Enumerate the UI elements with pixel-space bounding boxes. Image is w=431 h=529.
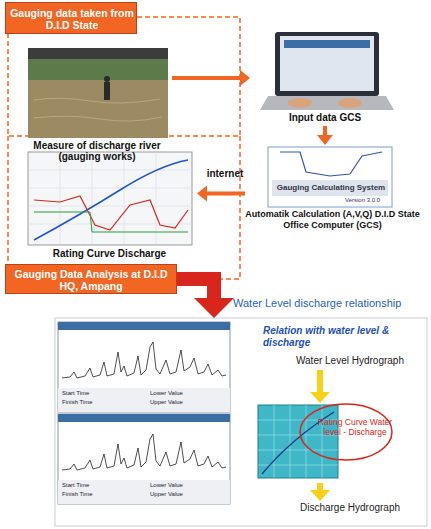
arrow-head [197,186,207,202]
edge-label: internet [205,168,245,179]
dashed-line [200,136,240,279]
source-box: Gauging data taken from D.I.D State [5,2,137,34]
laptop-window [284,40,370,48]
arrow-head [310,490,330,501]
hydrograph-line [62,434,226,470]
river-photo [28,48,168,138]
laptop-screen [280,36,374,91]
window-controls [58,388,230,412]
node-text: Water Level Hydrograph [285,355,415,367]
arrow-head [317,135,333,145]
gcs-screen [268,147,392,207]
arrow-line [207,192,245,196]
dashed-frame [8,17,240,279]
window-title [58,322,230,330]
screen-label: Upper Value [150,491,220,497]
software-node: Gauging Calculating SystemAutomatik Calc… [245,145,420,237]
analysis-box: Gauging Data Analysis at D.I.D HQ, Ampan… [5,264,177,294]
software-screenshot [55,318,427,526]
node-text: Rating Curve Water level - Discharge [315,417,395,437]
screen-label: Start Time [62,482,142,488]
screen-label: Lower Value [150,390,220,396]
arrow-line [317,370,323,392]
flow-arrow [197,186,245,202]
hydrograph-label: Discharge Hydrograph [285,501,415,517]
chart-node: Rating Curve Discharge [22,150,197,262]
chart-frame [258,405,338,478]
screen-label: Lower Value [150,482,220,488]
arrow-line [317,483,323,490]
red-line [34,196,188,230]
chart-frame [28,152,192,245]
edge-label: Water Level discharge relationship [233,297,428,309]
hydrograph-window [58,414,230,504]
green-line [34,212,188,232]
screen-label: Start Time [62,390,142,396]
screen-label: Version 3.0.0 [345,197,390,203]
photo-ripples [34,98,162,121]
rating-chart [28,152,192,245]
arrow-line [172,76,240,80]
arrow-line [323,126,327,135]
rating-chart-node: Rating Curve Water level - Discharge [255,403,415,483]
screen-label: Finish Time [62,399,142,405]
node-text: Input data GCS [250,112,400,123]
photo-node: Input data GCS [250,28,400,126]
screenshot-frame [55,318,427,526]
screen-label: Upper Value [150,399,220,405]
chart-grid [258,405,338,478]
cross-section-line [280,152,382,176]
node-text: Gauging Data Analysis at D.I.D HQ, Ampan… [9,268,173,292]
node-text: Rating Curve Discharge [22,248,197,259]
hand [338,98,362,108]
window-controls [58,480,230,504]
screen-label: Finish Time [62,491,142,497]
photo-node: Measure of discharge river (gauging work… [22,45,172,163]
hand [288,98,312,108]
node-text: Automatik Calculation (A,V,Q) D.I.D Stat… [245,209,420,231]
arrow-head [310,392,330,403]
screen-frame [268,147,392,207]
flow-arrow [177,279,234,318]
laptop-lid [275,32,379,96]
small-rating-chart [258,405,338,478]
node-text: Gauging data taken from D.I.D State [9,7,135,31]
photo-person [104,82,110,100]
node-text: Relation with water level & discharge [263,325,403,349]
hydrograph-label: Water Level Hydrograph [285,354,415,370]
laptop-keyboard [260,96,394,110]
window-title [58,414,230,422]
chart-grid [28,152,192,245]
flow-arrow [310,370,330,403]
flow-arrow [317,126,333,145]
hydrograph-window [58,322,230,412]
arrow-line [177,279,214,298]
hydrograph-line [62,342,226,378]
laptop-photo [260,32,394,110]
photo-sky [28,48,168,138]
arrow-head [240,70,250,86]
photo-trees [28,58,168,80]
node-text: Gauging Calculating System [272,183,390,193]
arrow-head [194,298,234,318]
rating-curve [34,160,188,240]
window-frame [58,414,230,504]
photo-bridge [28,48,168,59]
node-text: Measure of discharge river (gauging work… [22,140,172,162]
dashed-line [7,136,9,264]
flow-arrow [310,483,330,501]
node-text: Discharge Hydrograph [285,502,415,514]
photo-water [28,80,168,138]
flow-arrow [172,70,250,86]
screenshot-panel: Relation with water level & dischargeWat… [55,318,427,526]
photo-person-head [104,76,110,82]
window-frame [58,322,230,412]
